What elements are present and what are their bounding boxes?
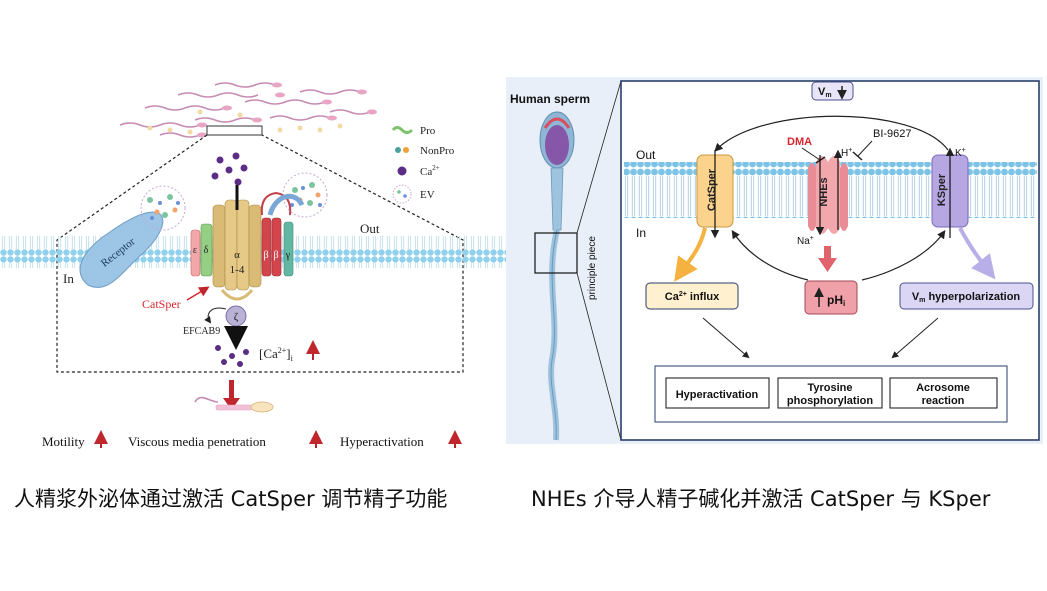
beta-label-1: β [263, 250, 268, 261]
ca-ions-out [211, 152, 248, 186]
beta-label-2: β [273, 250, 278, 261]
phi-to-catsper-arc [731, 229, 809, 281]
catsper-channel: CatSper [696, 150, 734, 239]
h-ion-label: H+ [841, 147, 852, 159]
outcome-hyperactivation: Hyperactivation [340, 434, 424, 449]
svg-text:NonPro: NonPro [420, 145, 455, 157]
single-sperm [194, 396, 274, 413]
left-out-label: Out [360, 221, 380, 236]
nhe-down-arrow-head [818, 258, 837, 272]
delta-subunit [200, 223, 213, 277]
outcome-box-hyperactivation [665, 377, 770, 409]
outcome-acrosome-line1: Acrosome [916, 382, 970, 394]
outcome-tyrosine-line2: phosphorylation [787, 395, 873, 407]
svg-text:Pro: Pro [420, 125, 436, 137]
ca-influx-label: Ca2+ influx [665, 291, 720, 303]
principle-piece-label: principle piece [587, 236, 598, 300]
sperm-swarm [119, 82, 377, 138]
outcome-box-acrosome [889, 377, 998, 409]
outcome-viscous-penetration: Viscous media penetration [128, 434, 266, 449]
vm-feedback-arc [714, 115, 949, 152]
principle-piece-box [534, 232, 578, 274]
gamma-label: γ [285, 250, 291, 261]
caption-right: NHEs 介导人精子碱化并激活 CatSper 与 KSper [531, 487, 991, 511]
legend-pro: Pro [391, 125, 436, 137]
outcome-box-tyrosine [777, 377, 883, 409]
ksper-to-vm-arrow [958, 227, 996, 280]
outcome-tyrosine-line1: Tyrosine [807, 382, 852, 394]
outcome-hyperactivation-label: Hyperactivation [676, 389, 759, 401]
phi-to-ksper-arc [861, 230, 946, 281]
outcome-acrosome-line2: reaction [922, 395, 965, 407]
bi-label: BI-9627 [873, 128, 912, 140]
alpha-range-label: 1-4 [230, 264, 245, 276]
catsper-alpha-channel: α 1-4 [212, 185, 262, 301]
vm-hyper-label: Vm hyperpolarization [912, 291, 1021, 304]
nhes-channel-label: NHEs [818, 177, 830, 206]
right-panel: Human sperm principle piece Out In Vm [506, 77, 1043, 444]
caption-left: 人精浆外泌体通过激活 CatSper 调节精子功能 [14, 487, 448, 511]
left-down-arrow-shaft [229, 380, 234, 400]
right-out-label: Out [636, 148, 656, 162]
figure-canvas: Receptor ε δ [0, 77, 1043, 449]
ksper-channel-label: KSper [936, 173, 948, 206]
catsper-to-ca-arrow [674, 227, 707, 282]
svg-text:Ca2+: Ca2+ [420, 164, 440, 178]
vm-to-outcome-arrow [891, 317, 939, 359]
human-sperm-illustration [539, 111, 575, 441]
ca-to-outcome-arrow [702, 317, 750, 359]
nhe-down-arrow-shaft [824, 246, 831, 260]
epsilon-label: ε [193, 245, 197, 256]
outcome-motility: Motility [42, 434, 85, 449]
left-panel: Receptor ε δ [0, 82, 520, 449]
ksper-channel: KSper [931, 147, 969, 238]
phi-label: pHi [827, 293, 845, 308]
receptor: Receptor [79, 211, 164, 288]
efcab9-label: EFCAB9 [183, 326, 220, 337]
human-sperm-label: Human sperm [510, 92, 590, 106]
legend-nonpro: NonPro [395, 145, 455, 157]
legend-ca: Ca2+ [397, 164, 440, 178]
legend: Pro NonPro Ca2+ EV [391, 125, 455, 204]
beta-gamma-subunits: β β γ [260, 191, 305, 277]
nhes-channel: NHEs [808, 156, 848, 234]
k-ion-label: K+ [955, 147, 966, 159]
vm-top-label: Vm [818, 86, 832, 99]
catsper-channel-label: CatSper [706, 168, 718, 211]
dma-label: DMA [787, 136, 812, 148]
svg-text:EV: EV [420, 189, 435, 201]
left-in-label: In [63, 271, 74, 286]
alpha-label: α [234, 249, 240, 261]
delta-label: δ [204, 245, 209, 256]
right-in-label: In [636, 226, 646, 240]
na-ion-label: Na+ [797, 235, 814, 247]
ca-influx-box [645, 282, 739, 310]
catsper-label: CatSper [142, 297, 181, 311]
ca-ions-in [215, 345, 249, 367]
zoom-outline [56, 134, 464, 373]
zeta-label: ζ [234, 311, 239, 323]
left-down-arrow-head [223, 398, 240, 410]
vm-hyper-box [899, 282, 1034, 310]
epsilon-subunit [190, 229, 201, 277]
cai-label: [Ca2+]i [259, 346, 294, 363]
ev-cluster-left [140, 185, 186, 231]
legend-ev: EV [392, 184, 435, 204]
left-outcomes: Motility Viscous media penetration Hyper… [42, 430, 462, 449]
